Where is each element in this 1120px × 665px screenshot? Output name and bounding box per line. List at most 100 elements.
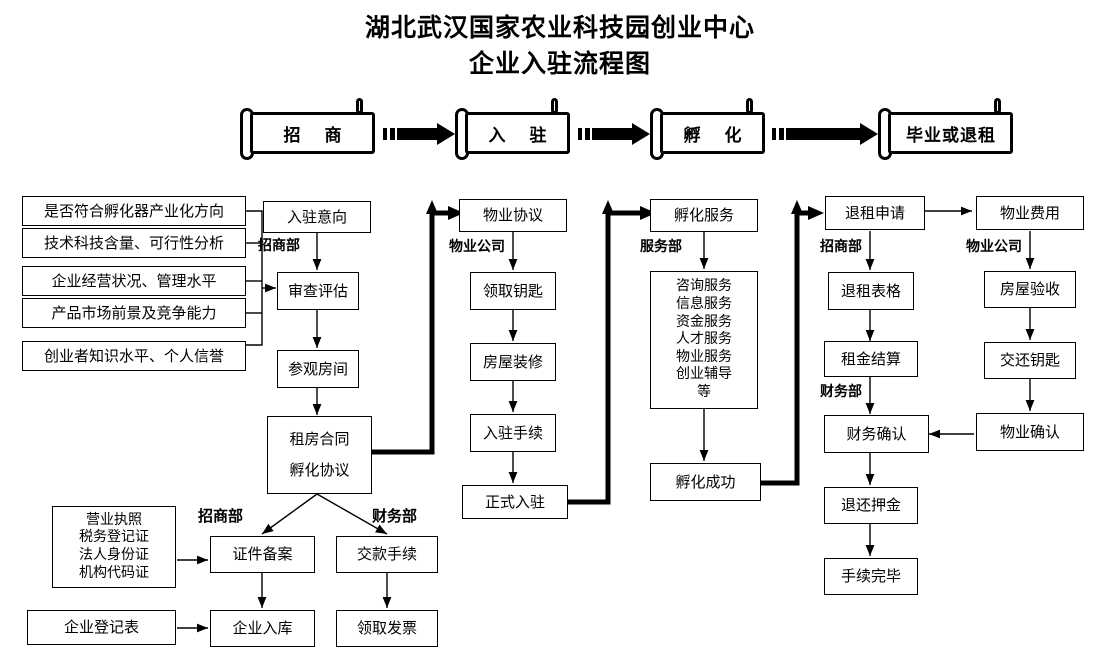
step-label: 交款手续 [356, 545, 417, 564]
dept-label-property-company-1: 物业公司 [449, 239, 505, 255]
step-label: 企业登记表 [63, 618, 139, 637]
criteria-box-5[interactable]: 创业者知识水平、个人信誉 [22, 341, 246, 371]
step-finance-confirm[interactable]: 财务确认 [824, 415, 929, 453]
step-label: 房屋装修 [482, 352, 543, 371]
service-item: 信息服务 [676, 295, 732, 312]
criteria-label: 是否符合孵化器产业化方向 [43, 201, 224, 220]
scroll-pin-icon [356, 98, 363, 114]
dept-label-finance-exit: 财务部 [820, 384, 862, 400]
contract-line-2: 孵化协议 [289, 461, 350, 479]
step-label: 交还钥匙 [999, 351, 1060, 370]
step-label: 领取钥匙 [482, 281, 543, 300]
stage-banner-exit[interactable]: 毕业或退租 [878, 98, 1013, 160]
step-label: 租金结算 [840, 349, 901, 368]
step-label: 入驻手续 [482, 423, 543, 442]
step-label: 物业协议 [482, 206, 543, 225]
step-label: 物业费用 [999, 203, 1060, 222]
step-formalities-complete[interactable]: 手续完毕 [824, 558, 918, 595]
stage-arrow-3 [772, 123, 878, 145]
step-label: 证件备案 [232, 545, 293, 564]
criteria-label: 产品市场前景及竞争能力 [51, 303, 217, 322]
step-label: 入驻意向 [286, 207, 347, 226]
criteria-box-2[interactable]: 技术科技含量、可行性分析 [22, 228, 246, 258]
criteria-box-4[interactable]: 产品市场前景及竞争能力 [22, 298, 246, 328]
step-property-fee[interactable]: 物业费用 [976, 196, 1084, 230]
documents-box[interactable]: 营业执照 税务登记证 法人身份证 机构代码证 [52, 506, 176, 588]
service-item: 创业辅导 [676, 366, 732, 383]
dept-label-service: 服务部 [640, 239, 682, 255]
step-deposit-refund[interactable]: 退还押金 [824, 487, 918, 524]
banner-body: 入 驻 [465, 112, 570, 154]
step-label: 房屋验收 [999, 280, 1060, 299]
criteria-box-1[interactable]: 是否符合孵化器产业化方向 [22, 196, 246, 226]
step-label: 退租申请 [844, 203, 905, 222]
step-property-agreement[interactable]: 物业协议 [459, 199, 567, 232]
step-exit-form[interactable]: 退租表格 [828, 272, 914, 310]
step-enterprise-entry[interactable]: 企业入库 [210, 610, 315, 647]
step-visit-room[interactable]: 参观房间 [277, 350, 359, 388]
step-intent[interactable]: 入驻意向 [263, 201, 371, 233]
step-label: 退租表格 [840, 281, 901, 300]
step-label: 物业确认 [999, 422, 1060, 441]
step-contract[interactable]: 租房合同 孵化协议 [267, 416, 372, 494]
banner-body: 毕业或退租 [888, 112, 1013, 154]
scroll-pin-icon [746, 98, 753, 114]
step-house-acceptance[interactable]: 房屋验收 [984, 271, 1076, 308]
service-item: 资金服务 [676, 313, 732, 330]
step-label: 领取发票 [356, 619, 417, 638]
document-item: 税务登记证 [79, 529, 149, 546]
service-item: 咨询服务 [676, 278, 732, 295]
page-title-line1: 湖北武汉国家农业科技园创业中心 [364, 13, 755, 42]
step-label: 孵化服务 [673, 206, 734, 225]
criteria-label: 创业者知识水平、个人信誉 [43, 346, 224, 365]
stage-label: 毕业或退租 [906, 125, 996, 146]
dept-label-recruit: 招商部 [258, 238, 300, 254]
step-renovation[interactable]: 房屋装修 [470, 343, 556, 381]
step-label: 孵化成功 [675, 472, 736, 491]
step-return-keys[interactable]: 交还钥匙 [984, 342, 1076, 379]
stage-arrow-1 [383, 123, 455, 145]
banner-body: 孵 化 [660, 112, 765, 154]
stage-arrow-2 [578, 123, 650, 145]
registration-form-box[interactable]: 企业登记表 [27, 610, 176, 645]
step-label: 财务确认 [846, 424, 907, 443]
criteria-label: 技术科技含量、可行性分析 [43, 233, 224, 252]
service-item: 物业服务 [676, 348, 732, 365]
stage-label: 孵 化 [683, 125, 751, 146]
page-title-line2: 企业入驻流程图 [468, 49, 651, 78]
step-exit-application[interactable]: 退租申请 [825, 196, 925, 230]
step-official-movein[interactable]: 正式入驻 [462, 485, 568, 519]
stage-banner-movein[interactable]: 入 驻 [455, 98, 570, 160]
document-item: 营业执照 [86, 511, 142, 528]
banner-body: 招 商 [250, 112, 375, 154]
service-list-box[interactable]: 咨询服务 信息服务 资金服务 人才服务 物业服务 创业辅导 等 [650, 271, 758, 409]
step-get-invoice[interactable]: 领取发票 [336, 610, 438, 647]
step-review[interactable]: 审查评估 [277, 272, 359, 310]
step-payment-formalities[interactable]: 交款手续 [336, 536, 438, 573]
stage-label: 入 驻 [488, 125, 556, 146]
service-item: 等 [697, 384, 711, 401]
step-label: 企业入库 [232, 619, 293, 638]
step-incubation-success[interactable]: 孵化成功 [650, 463, 761, 501]
stage-banner-recruit[interactable]: 招 商 [240, 98, 375, 160]
step-rent-settlement[interactable]: 租金结算 [824, 341, 918, 377]
step-label: 正式入驻 [484, 492, 545, 511]
step-incubation-service[interactable]: 孵化服务 [650, 199, 758, 232]
step-get-keys[interactable]: 领取钥匙 [470, 272, 556, 310]
service-item: 人才服务 [676, 331, 732, 348]
dept-label-property-company-2: 物业公司 [966, 239, 1022, 255]
step-document-filing[interactable]: 证件备案 [210, 536, 315, 573]
dept-label-recruit-exit: 招商部 [820, 239, 862, 255]
dept-label-bottom-finance: 财务部 [372, 507, 418, 525]
step-label: 退还押金 [840, 496, 901, 515]
stage-banner-incubate[interactable]: 孵 化 [650, 98, 765, 160]
scroll-pin-icon [994, 98, 1001, 114]
step-movein-formalities[interactable]: 入驻手续 [470, 414, 556, 452]
criteria-box-3[interactable]: 企业经营状况、管理水平 [22, 266, 246, 296]
step-label: 审查评估 [287, 281, 348, 300]
step-property-confirm[interactable]: 物业确认 [976, 413, 1084, 451]
scroll-pin-icon [551, 98, 558, 114]
step-label: 手续完毕 [840, 567, 901, 586]
stage-label: 招 商 [283, 125, 351, 146]
document-item: 法人身份证 [79, 547, 149, 563]
